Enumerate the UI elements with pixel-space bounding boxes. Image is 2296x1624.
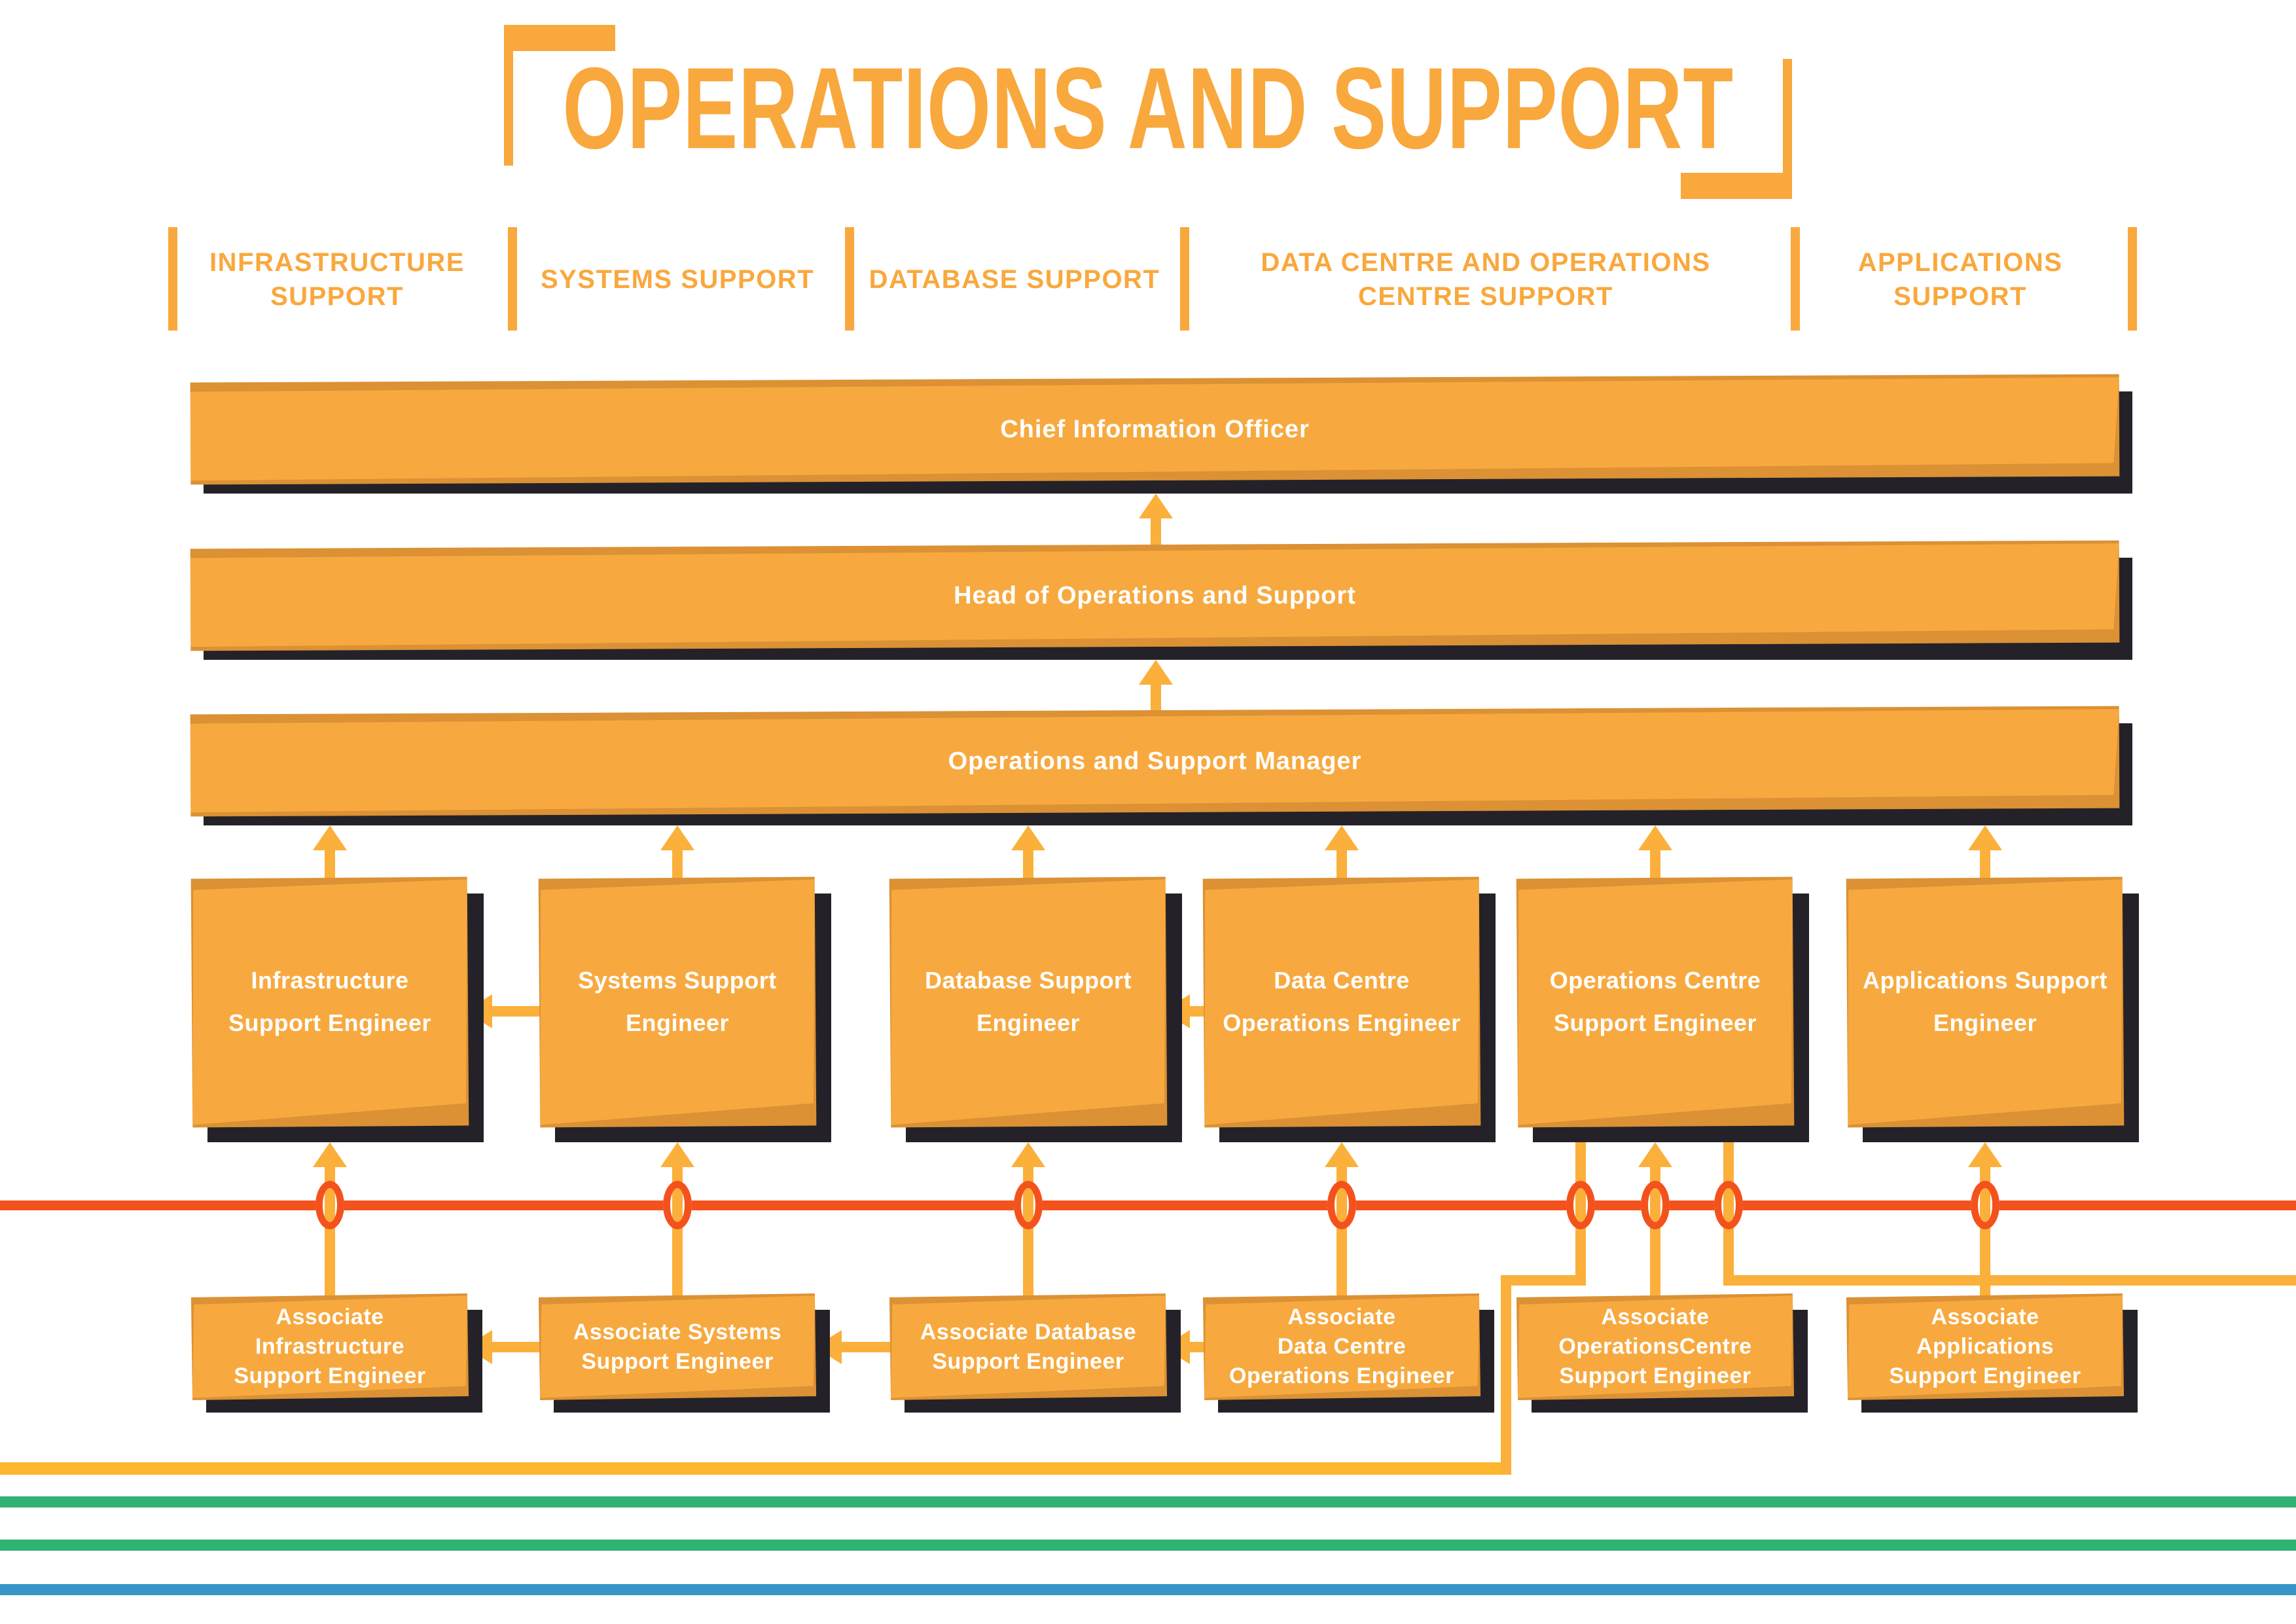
title-bracket-right-stem-icon bbox=[1783, 59, 1792, 199]
connector bbox=[491, 1342, 542, 1352]
connector bbox=[491, 1006, 542, 1017]
connector bbox=[1151, 517, 1161, 546]
jump-circle-ring-icon bbox=[1714, 1181, 1743, 1229]
connector-route-left-drop bbox=[1501, 1275, 1511, 1475]
connector-route-left-horizontal bbox=[1501, 1275, 1586, 1286]
title-bracket-left-stem-icon bbox=[504, 25, 513, 166]
connector bbox=[1023, 849, 1033, 880]
connector bbox=[672, 849, 683, 880]
connector bbox=[1650, 849, 1660, 880]
connector bbox=[1189, 1006, 1206, 1017]
red-rail-line bbox=[0, 1200, 2296, 1210]
column-header-systems-support: SYSTEMS SUPPORT bbox=[540, 265, 815, 294]
arrow-up-icon bbox=[1011, 1142, 1045, 1167]
bottom-rail-green-2 bbox=[0, 1540, 2296, 1551]
column-header-database-support: DATABASE SUPPORT bbox=[869, 265, 1160, 294]
connector bbox=[1151, 683, 1161, 712]
connector bbox=[1336, 849, 1347, 880]
node-head-of-operations-and-support: Head of Operations and Support bbox=[190, 540, 2132, 660]
jump-circle-ring-icon bbox=[1327, 1181, 1356, 1229]
title-bracket-right-arm-icon bbox=[1681, 173, 1792, 199]
arrow-up-icon bbox=[313, 1142, 347, 1167]
connector bbox=[325, 849, 335, 880]
node-label: Chief Information Officer bbox=[1000, 415, 1310, 443]
bottom-rail-green-1 bbox=[0, 1496, 2296, 1507]
arrow-up-icon bbox=[313, 825, 347, 850]
jump-circle-ring-icon bbox=[1971, 1181, 2000, 1229]
node-chief-information-officer: Chief Information Officer bbox=[190, 374, 2132, 494]
jump-circle-ring-icon bbox=[1014, 1181, 1043, 1229]
jump-circle-ring-icon bbox=[315, 1181, 344, 1229]
arrow-up-icon bbox=[1968, 1142, 2002, 1167]
arrow-up-icon bbox=[660, 825, 694, 850]
connector bbox=[1189, 1342, 1206, 1352]
column-separator bbox=[1791, 227, 1800, 331]
bottom-rail-yellow bbox=[0, 1462, 1511, 1475]
arrow-up-icon bbox=[1638, 825, 1672, 850]
node-operations-and-support-manager: Operations and Support Manager bbox=[190, 706, 2132, 825]
title-bracket-left-arm-icon bbox=[504, 25, 615, 51]
bottom-rail-blue bbox=[0, 1584, 2296, 1595]
column-separator bbox=[845, 227, 854, 331]
page-title-text: OPERATIONS AND SUPPORT bbox=[562, 43, 1734, 173]
connector bbox=[840, 1342, 893, 1352]
arrow-up-icon bbox=[1968, 825, 2002, 850]
arrow-up-icon bbox=[1139, 660, 1173, 685]
node-label: Operations and Support Manager bbox=[948, 747, 1362, 775]
page-title: OPERATIONS AND SUPPORT bbox=[562, 39, 1733, 177]
arrow-up-icon bbox=[1325, 1142, 1359, 1167]
arrow-up-icon bbox=[1638, 1142, 1672, 1167]
column-separator bbox=[508, 227, 517, 331]
jump-circle-ring-icon bbox=[1566, 1181, 1595, 1229]
node-label: Head of Operations and Support bbox=[954, 581, 1356, 609]
connector-route-right-horizontal bbox=[1723, 1275, 2296, 1286]
arrow-up-icon bbox=[1011, 825, 1045, 850]
arrow-up-icon bbox=[660, 1142, 694, 1167]
column-separator bbox=[168, 227, 177, 331]
arrow-up-icon bbox=[1139, 494, 1173, 518]
jump-circle-ring-icon bbox=[1641, 1181, 1670, 1229]
connector bbox=[1980, 849, 1990, 880]
arrow-up-icon bbox=[1325, 825, 1359, 850]
column-separator bbox=[2128, 227, 2137, 331]
jump-circle-ring-icon bbox=[663, 1181, 692, 1229]
column-separator bbox=[1180, 227, 1189, 331]
